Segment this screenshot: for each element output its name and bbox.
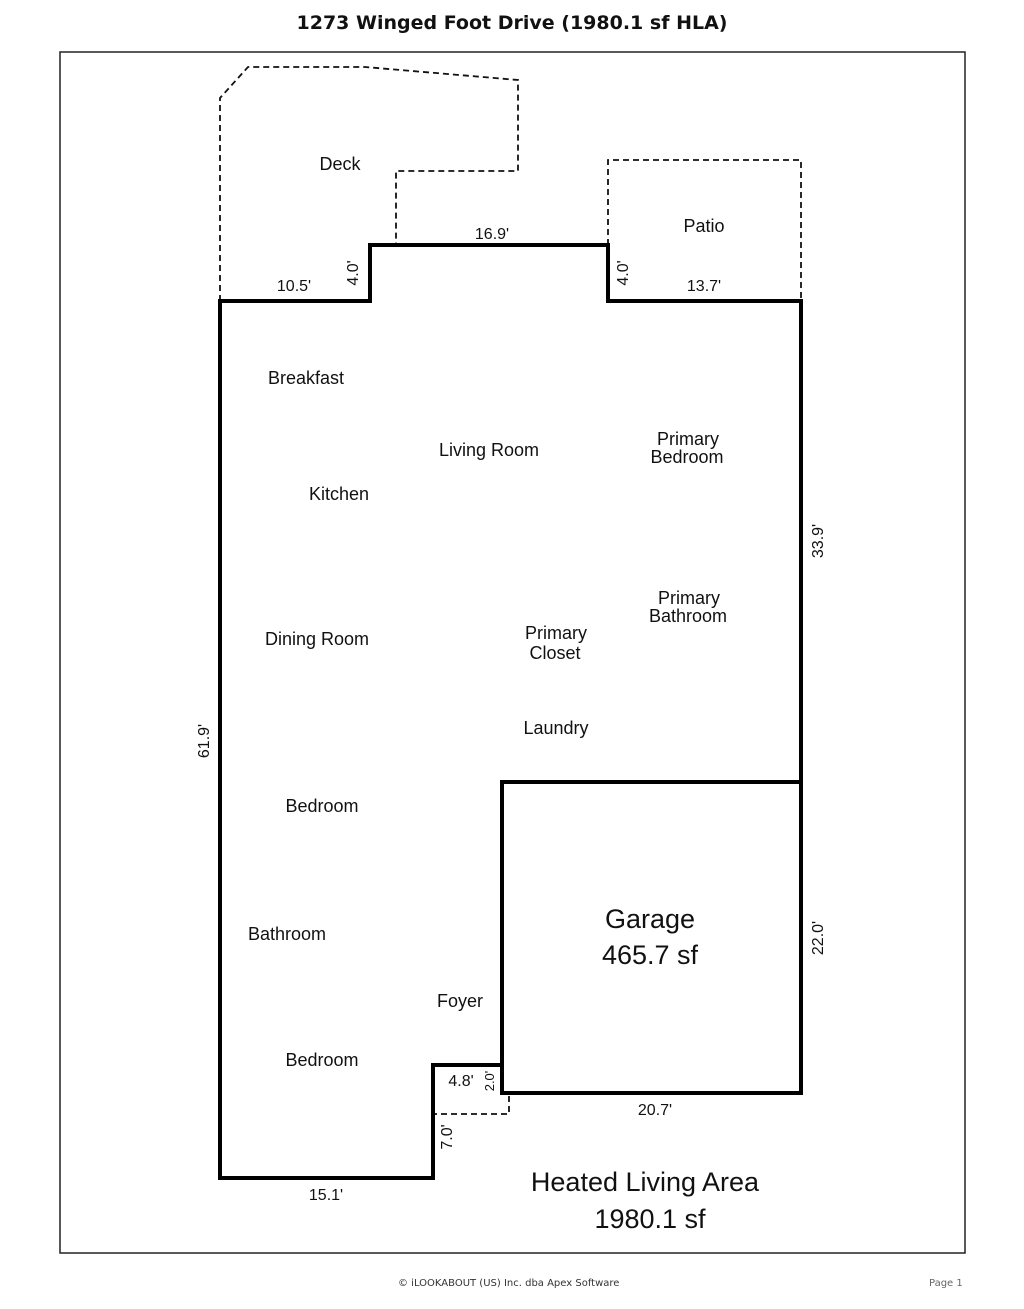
dimension-label: 61.9' xyxy=(196,724,213,758)
patio-outline xyxy=(607,159,802,301)
dimension-label: 4.0' xyxy=(345,260,362,285)
room-primary-bathroom: Bathroom xyxy=(649,606,727,626)
dimension-label: 2.0' xyxy=(482,1071,497,1092)
room-breakfast: Breakfast xyxy=(268,368,344,388)
dimension-label: 20.7' xyxy=(638,1102,672,1119)
room-primary-bedroom: Primary xyxy=(657,429,719,449)
page-number: Page 1 xyxy=(929,1278,963,1289)
dimension-label: 15.1' xyxy=(309,1187,343,1204)
room-primary-bathroom: Primary xyxy=(658,588,720,608)
dimension-label: 7.0' xyxy=(439,1124,456,1149)
dimension-label: 16.9' xyxy=(475,226,509,243)
room-laundry: Laundry xyxy=(523,718,588,738)
garage-area: 465.7 sf xyxy=(602,940,699,970)
room-primary-bedroom: Bedroom xyxy=(650,447,723,467)
garage-outline xyxy=(500,780,803,1095)
room-kitchen: Kitchen xyxy=(309,484,369,504)
room-foyer: Foyer xyxy=(437,991,483,1011)
heated-living-outline xyxy=(218,243,803,1180)
dimension-label: 4.8' xyxy=(448,1073,473,1090)
dimension-label: 22.0' xyxy=(810,921,827,955)
porch-outline xyxy=(433,1092,510,1115)
page-border xyxy=(59,51,966,1254)
room-dining-room: Dining Room xyxy=(265,629,369,649)
heated-area-value: 1980.1 sf xyxy=(594,1204,706,1234)
room-bedroom: Bedroom xyxy=(285,1050,358,1070)
room-patio: Patio xyxy=(683,216,724,236)
room-primary-closet: Closet xyxy=(529,643,580,663)
plan-title: 1273 Winged Foot Drive (1980.1 sf HLA) xyxy=(296,12,728,34)
copyright-text: © iLOOKABOUT (US) Inc. dba Apex Software xyxy=(398,1278,620,1289)
room-bathroom: Bathroom xyxy=(248,924,326,944)
garage-label: Garage xyxy=(605,904,695,934)
room-deck: Deck xyxy=(319,154,361,174)
dimension-label: 13.7' xyxy=(687,278,721,295)
heated-area-label: Heated Living Area xyxy=(531,1167,760,1197)
dimension-label: 33.9' xyxy=(810,524,827,558)
dimension-label: 10.5' xyxy=(277,278,311,295)
room-primary-closet: Primary xyxy=(525,623,587,643)
room-living-room: Living Room xyxy=(439,440,539,460)
dimension-label: 4.0' xyxy=(615,260,632,285)
room-bedroom: Bedroom xyxy=(285,796,358,816)
